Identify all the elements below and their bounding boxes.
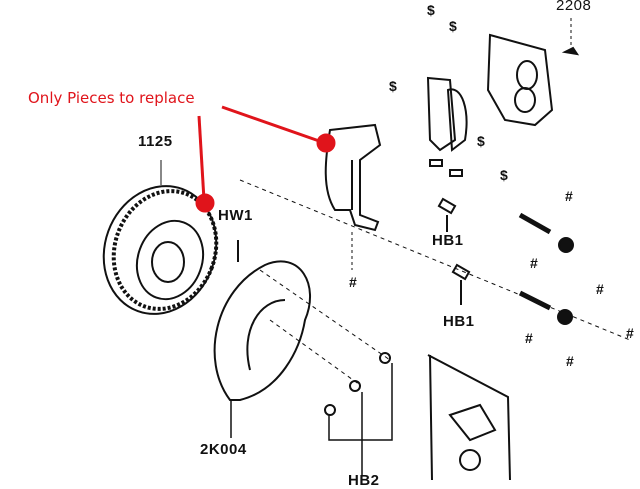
brake-rotor (102, 160, 219, 315)
brake-pads (426, 76, 468, 177)
hash-symbol: # (565, 188, 573, 204)
marker-bracket (316, 133, 336, 153)
bolts (237, 197, 574, 475)
label-hb1-bottom: HB1 (443, 313, 475, 330)
caliper (486, 18, 580, 127)
dollar-symbol: $ (500, 167, 508, 183)
label-caliper: 2208 (556, 0, 592, 14)
label-hb2: HB2 (348, 472, 380, 489)
dollar-symbol: $ (427, 2, 435, 18)
hash-symbol: # (566, 353, 574, 369)
dollar-symbol: $ (389, 78, 397, 94)
marker-rotor (195, 193, 215, 213)
annotation-text: Only Pieces to replace (28, 89, 195, 107)
hash-symbol: # (525, 330, 533, 346)
hash-symbol: # (349, 274, 357, 290)
dollar-symbol: $ (477, 133, 485, 149)
assembly-axes (239, 179, 631, 386)
dollar-symbol: $ (449, 18, 457, 34)
hash-symbol: # (530, 255, 538, 271)
dust-shield (213, 260, 311, 438)
hardware-kit-box (427, 354, 511, 480)
label-rotor: 1125 (138, 133, 173, 150)
label-hw1: HW1 (218, 207, 253, 224)
annotation-pointers (195, 105, 336, 213)
label-hb1-top: HB1 (432, 232, 464, 249)
hash-symbol: # (596, 281, 604, 297)
hash-symbol: # (626, 325, 634, 341)
label-shield: 2K004 (200, 441, 247, 458)
